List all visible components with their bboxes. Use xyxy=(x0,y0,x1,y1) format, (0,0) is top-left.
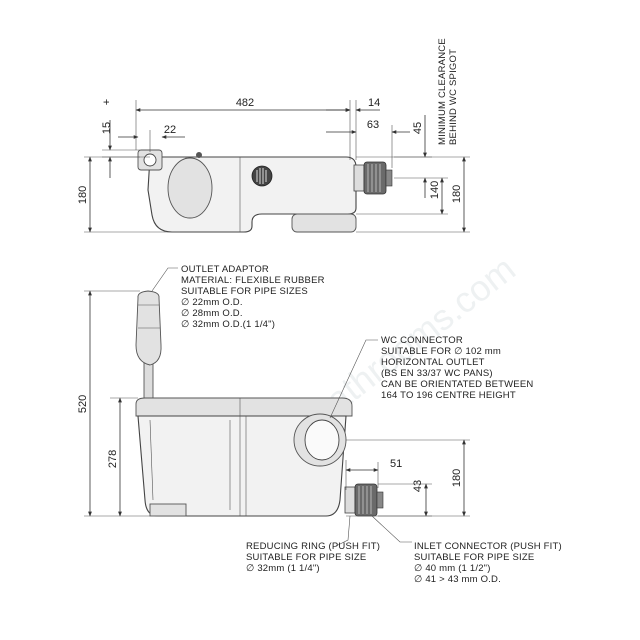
wc-outlet-top xyxy=(291,213,357,233)
dim-180-top-right: 180 xyxy=(451,185,463,203)
note-wc-connector: WC CONNECTOR SUITABLE FOR ∅ 102 mm HORIZ… xyxy=(329,335,533,419)
inlet-connector-line-4: ∅ 41 > 43 mm O.D. xyxy=(414,574,501,585)
reducing-ring-line-1: REDUCING RING (PUSH FIT) xyxy=(246,541,380,552)
dim-15: 15 xyxy=(101,122,113,134)
unit-lid xyxy=(135,397,353,417)
wc-connector-line-6: 164 TO 196 CENTRE HEIGHT xyxy=(381,390,516,401)
reducing-ring-side xyxy=(344,486,356,514)
inlet-connector-side xyxy=(354,483,378,517)
inlet-connector-line-3: ∅ 40 mm (1 1/2") xyxy=(414,563,491,574)
reducing-ring-line-2: SUITABLE FOR PIPE SIZE xyxy=(246,552,366,563)
inlet-connector-top xyxy=(363,161,387,195)
vent-grille-icon xyxy=(251,165,273,187)
left-foot xyxy=(149,503,187,517)
dim-plus: + xyxy=(101,99,113,105)
top-button-icon xyxy=(196,152,202,158)
dim-140: 140 xyxy=(429,181,441,199)
dim-43: 43 xyxy=(412,480,424,492)
reducing-ring-line-3: ∅ 32mm (1 1/4") xyxy=(246,563,320,574)
dim-180-bottom: 180 xyxy=(451,469,463,487)
inlet-ring-top xyxy=(353,164,365,192)
note-outlet-adaptor: OUTLET ADAPTOR MATERIAL: FLEXIBLE RUBBER… xyxy=(151,264,325,330)
side-view xyxy=(135,290,384,517)
side-view-dimensions: 520 278 51 43 180 xyxy=(77,290,470,517)
pump-dome xyxy=(167,157,213,219)
inlet-connector-line-1: INLET CONNECTOR (PUSH FIT) xyxy=(414,541,562,552)
wc-connector-line-2: SUITABLE FOR ∅ 102 mm xyxy=(381,346,501,357)
outlet-adaptor-line-5: ∅ 28mm O.D. xyxy=(181,308,243,319)
wc-connector-line-3: HORIZONTAL OUTLET xyxy=(381,357,485,368)
outlet-adaptor-line-1: OUTLET ADAPTOR xyxy=(181,264,269,275)
note-reducing-ring: REDUCING RING (PUSH FIT) SUITABLE FOR PI… xyxy=(246,515,380,574)
outlet-adaptor-line-4: ∅ 22mm O.D. xyxy=(181,297,243,308)
wc-connector-line-4: (BS EN 33/37 WC PANS) xyxy=(381,368,493,379)
dim-63: 63 xyxy=(367,119,379,131)
dim-482: 482 xyxy=(236,97,254,109)
outlet-pipe xyxy=(143,359,154,401)
dim-520: 520 xyxy=(77,395,89,413)
dim-22: 22 xyxy=(164,124,176,136)
top-view xyxy=(137,149,393,233)
top-view-dimensions: 482 14 63 22 15 + 180 45 xyxy=(77,38,470,233)
dim-278: 278 xyxy=(107,450,119,468)
outlet-adaptor-line-2: MATERIAL: FLEXIBLE RUBBER xyxy=(181,275,325,286)
outlet-adaptor-line-6: ∅ 32mm O.D.(1 1/4") xyxy=(181,319,275,330)
min-clearance-line-1: MINIMUM CLEARANCE xyxy=(437,38,448,145)
dim-14: 14 xyxy=(368,97,380,109)
inlet-connector-line-2: SUITABLE FOR PIPE SIZE xyxy=(414,552,534,563)
note-inlet-connector: INLET CONNECTOR (PUSH FIT) SUITABLE FOR … xyxy=(371,515,562,585)
wc-connector-line-5: CAN BE ORIENTATED BETWEEN xyxy=(381,379,533,390)
outlet-adaptor-line-3: SUITABLE FOR PIPE SIZES xyxy=(181,286,308,297)
wc-connector-line-1: WC CONNECTOR xyxy=(381,335,463,346)
min-clearance-line-2: BEHIND WC SPIGOT xyxy=(448,49,459,145)
dim-45: 45 xyxy=(412,122,424,134)
dim-51: 51 xyxy=(390,458,402,470)
dim-180-top-left: 180 xyxy=(77,186,89,204)
